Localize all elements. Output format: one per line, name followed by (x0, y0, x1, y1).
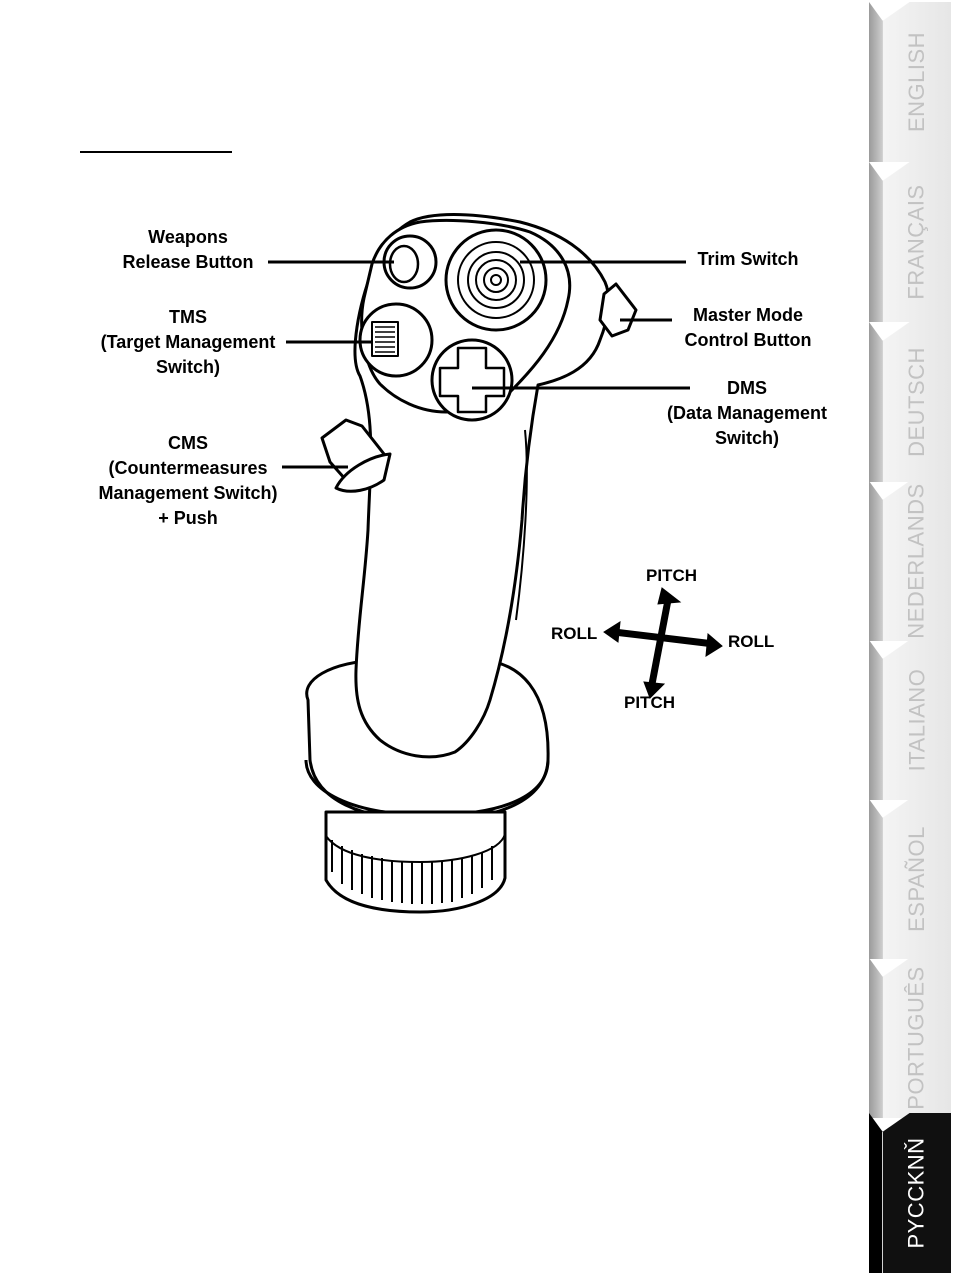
tab-edge (869, 322, 883, 482)
label-pitch-down: PITCH (624, 693, 675, 712)
arrow-pitch-up (657, 587, 682, 605)
tab-label: DEUTSCH (904, 347, 929, 457)
tab-label: NEDERLANDS (904, 483, 929, 639)
tab-edge (869, 1113, 883, 1273)
dms-switch (438, 346, 506, 414)
callout-text: Weapons (148, 227, 228, 247)
tab-english[interactable]: ENGLISH (882, 2, 951, 162)
tab-edge (869, 640, 883, 800)
callout-text: (Countermeasures (108, 458, 268, 478)
weapons-release-button (388, 244, 420, 284)
callout-text: Switch) (714, 428, 779, 448)
arrow-roll-left (603, 621, 621, 643)
tab-edge (869, 2, 883, 162)
tab-nederlands[interactable]: NEDERLANDS (882, 481, 951, 641)
callout-master-mode: Master Mode Control Button (676, 303, 820, 353)
label-roll-right: ROLL (728, 632, 775, 651)
callout-weapons-release: Weapons Release Button (118, 225, 258, 275)
language-tabs: ENGLISH FRANÇAIS DEUTSCH NEDERLANDS ITAL… (865, 0, 955, 1273)
arrow-pitch-down (643, 681, 666, 699)
tab-edge (869, 799, 883, 959)
label-pitch-up: PITCH (646, 566, 697, 585)
tab-edge (869, 958, 883, 1118)
tab-label: PYCCKNŇ (904, 1137, 930, 1249)
tab-label: ESPAÑOL (904, 826, 929, 932)
callout-text: DMS (727, 378, 767, 398)
callout-text: Switch) (155, 357, 220, 377)
callout-text: Trim Switch (697, 249, 799, 269)
callout-cms: CMS (Countermeasures Management Switch) … (90, 431, 286, 531)
tab-francais[interactable]: FRANÇAIS (882, 162, 951, 322)
trim-switch (457, 241, 535, 319)
callout-tms: TMS (Target Management Switch) (92, 305, 284, 380)
tab-russian[interactable]: PYCCKNŇ (882, 1113, 951, 1273)
callout-dms: DMS (Data Management Switch) (660, 376, 834, 451)
callout-text: Management Switch) (98, 483, 278, 503)
tab-deutsch[interactable]: DEUTSCH (882, 322, 951, 482)
callout-text: (Target Management (100, 332, 276, 352)
arrow-roll-right (705, 632, 723, 657)
callout-text: Master Mode (692, 305, 804, 325)
label-roll-left: ROLL (551, 624, 598, 643)
callout-text: TMS (169, 307, 207, 327)
heading-underline (80, 151, 232, 153)
tab-espanol[interactable]: ESPAÑOL (882, 799, 951, 959)
joystick-illustration (268, 213, 723, 914)
tab-edge (869, 481, 883, 641)
tab-label: ENGLISH (904, 31, 929, 133)
callout-text: + Push (158, 508, 218, 528)
callout-text: Release Button (122, 252, 254, 272)
callout-text: CMS (168, 433, 208, 453)
callout-text: Control Button (684, 330, 812, 350)
tab-italiano[interactable]: ITALIANO (882, 640, 951, 800)
tab-edge (869, 162, 883, 322)
callout-text: (Data Management (666, 403, 828, 423)
tab-label: PORTUGUÊS (904, 966, 930, 1110)
master-mode-button (598, 282, 638, 338)
callout-trim-switch: Trim Switch (690, 247, 806, 272)
tab-label: FRANÇAIS (904, 184, 929, 300)
tab-portugues[interactable]: PORTUGUÊS (882, 958, 951, 1118)
tab-label: ITALIANO (904, 668, 929, 772)
